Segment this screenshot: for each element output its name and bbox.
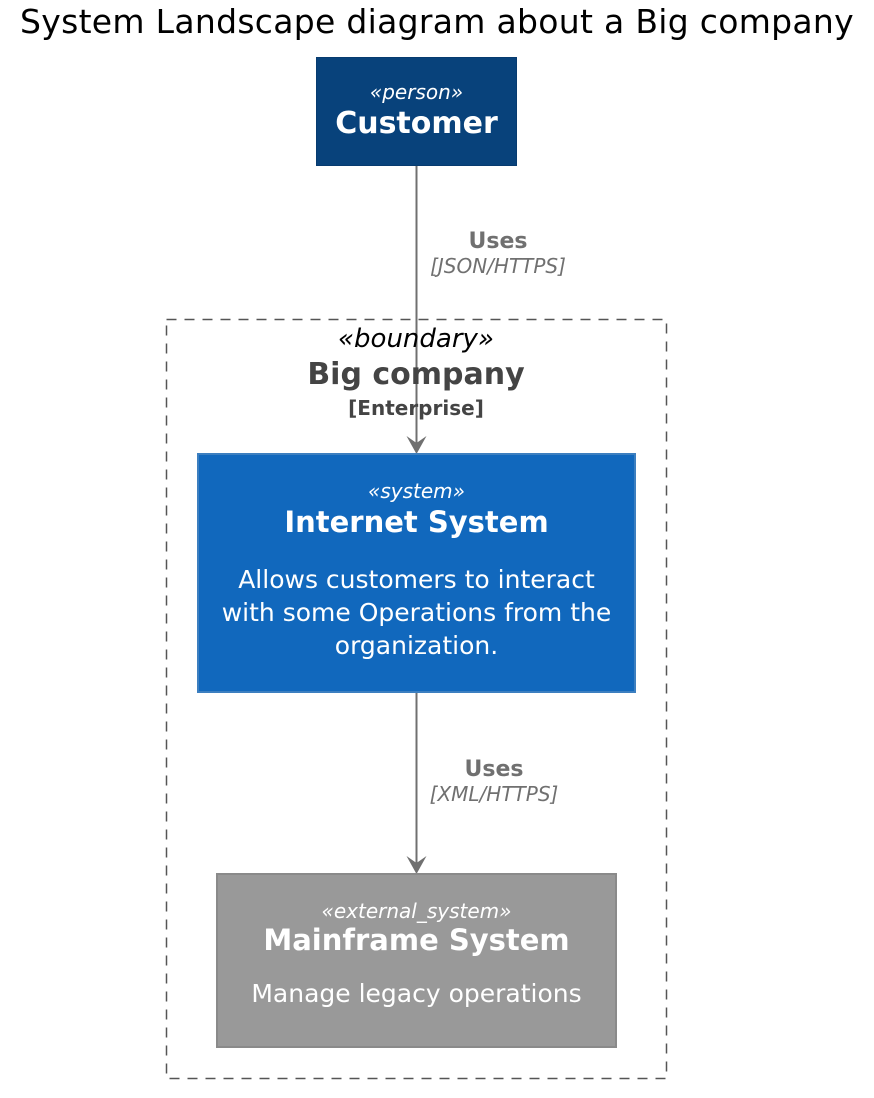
customer-stereotype: «person» <box>369 80 464 104</box>
edge-label-internet-system-uses: Uses [XML/HTTPS] <box>394 757 594 806</box>
internet-system-description: Allows customers to interact with some O… <box>221 565 612 660</box>
mainframe-system-stereotype: «external_system» <box>321 899 512 923</box>
edge-relation-label: Uses <box>464 757 524 782</box>
diagram-title: System Landscape diagram about a Big com… <box>20 2 854 41</box>
edge-technology-label: [XML/HTTPS] <box>429 782 559 806</box>
edge-label-customer-uses: Uses [JSON/HTTPS] <box>398 229 598 278</box>
boundary-stereotype: «boundary» <box>338 324 494 354</box>
customer-name: Customer <box>335 106 498 141</box>
internet-system-node[interactable]: «system» Internet System Allows customer… <box>197 453 636 693</box>
boundary-title: Big company <box>307 357 525 392</box>
mainframe-system-node[interactable]: «external_system» Mainframe System Manag… <box>216 873 617 1048</box>
mainframe-system-name: Mainframe System <box>263 923 570 957</box>
arrowhead-mainframe-system <box>406 856 427 874</box>
boundary-type: [Enterprise] <box>348 396 484 420</box>
edge-relation-label: Uses <box>468 229 528 254</box>
edge-technology-label: [JSON/HTTPS] <box>430 254 566 278</box>
mainframe-system-description: Manage legacy operations <box>251 979 582 1008</box>
arrowhead-internet-system <box>406 436 427 454</box>
internet-system-name: Internet System <box>284 505 549 539</box>
internet-system-stereotype: «system» <box>368 479 465 503</box>
customer-person-node[interactable]: «person» Customer <box>316 57 517 166</box>
